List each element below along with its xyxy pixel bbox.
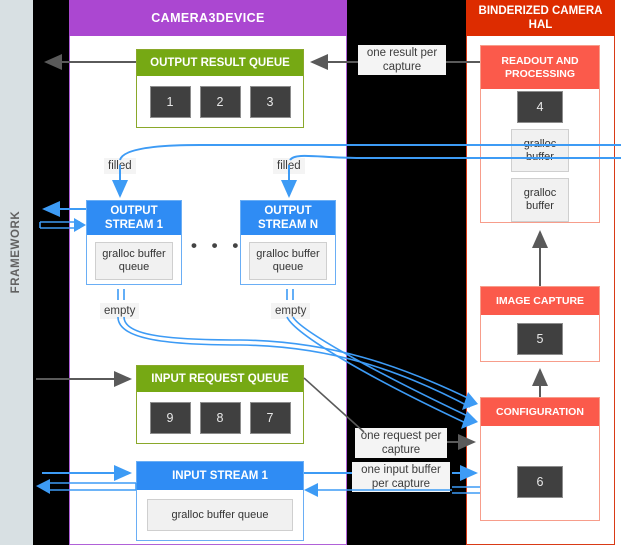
request-chip: 9	[149, 401, 191, 434]
input-stream-1-gralloc-buffer-queue: gralloc buffer queue	[147, 499, 293, 531]
output-stream-n-filled-label: filled	[273, 158, 305, 174]
readout-gralloc-buffer: gralloc buffer	[511, 178, 569, 222]
output-stream-1-box[interactable]: OUTPUT STREAM 1 gralloc buffer queue	[86, 200, 182, 285]
request-chip: 8	[199, 401, 241, 434]
configuration-chip: 6	[517, 466, 563, 498]
configuration-box[interactable]: CONFIGURATION 6	[480, 397, 600, 521]
configuration-title: CONFIGURATION	[481, 398, 599, 426]
output-stream-1-filled-label: filled	[104, 158, 136, 174]
output-result-queue-box[interactable]: OUTPUT RESULT QUEUE 1 2 3	[136, 49, 304, 128]
readout-and-processing-box[interactable]: READOUT AND PROCESSING 4 gralloc buffer …	[480, 45, 600, 223]
input-request-queue-box[interactable]: INPUT REQUEST QUEUE 9 8 7	[136, 365, 304, 444]
one-result-per-capture-label: one result per capture	[358, 45, 446, 75]
input-stream-1-title: INPUT STREAM 1	[137, 462, 303, 490]
stream-ellipsis: • • •	[191, 236, 244, 255]
output-stream-n-title: OUTPUT STREAM N	[241, 201, 335, 235]
output-stream-n-empty-label: empty	[271, 303, 311, 319]
result-chip: 2	[199, 85, 241, 118]
image-capture-chip: 5	[517, 323, 563, 355]
result-chip: 3	[249, 85, 291, 118]
image-capture-box[interactable]: IMAGE CAPTURE 5	[480, 286, 600, 362]
framework-label: FRAMEWORK	[10, 210, 22, 294]
readout-and-processing-title: READOUT AND PROCESSING	[481, 46, 599, 89]
output-stream-1-title: OUTPUT STREAM 1	[87, 201, 181, 235]
input-request-queue-title: INPUT REQUEST QUEUE	[137, 366, 303, 392]
input-stream-1-box[interactable]: INPUT STREAM 1 gralloc buffer queue	[136, 461, 304, 541]
output-stream-n-box[interactable]: OUTPUT STREAM N gralloc buffer queue	[240, 200, 336, 285]
output-stream-n-gralloc-buffer-queue: gralloc buffer queue	[249, 241, 327, 280]
readout-chip: 4	[517, 91, 563, 123]
request-chip: 7	[249, 401, 291, 434]
camera3device-title: CAMERA3DEVICE	[69, 0, 347, 36]
one-request-per-capture-label: one request per capture	[355, 428, 447, 458]
image-capture-title: IMAGE CAPTURE	[481, 287, 599, 315]
result-chip: 1	[149, 85, 191, 118]
readout-gralloc-buffer: gralloc buffer	[511, 128, 569, 173]
output-result-queue-title: OUTPUT RESULT QUEUE	[137, 50, 303, 76]
one-input-buffer-per-capture-label: one input buffer per capture	[352, 462, 450, 492]
output-stream-1-empty-label: empty	[100, 303, 140, 319]
black-gap-left	[33, 0, 69, 545]
output-stream-1-gralloc-buffer-queue: gralloc buffer queue	[95, 241, 173, 280]
binderized-camera-hal-title: BINDERIZED CAMERA HAL	[466, 0, 615, 36]
framework-band: FRAMEWORK	[0, 0, 33, 545]
